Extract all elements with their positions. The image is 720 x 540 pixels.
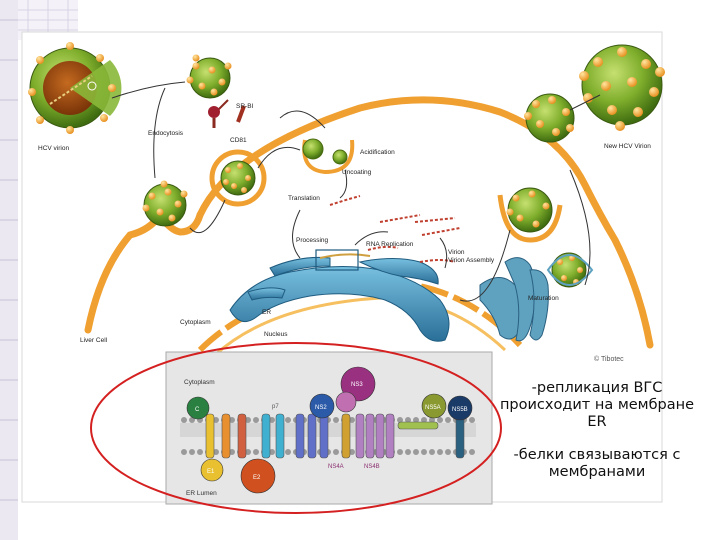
note-membranes-line-1: -белки связываются с: [513, 447, 681, 463]
protein-domains: [186, 366, 473, 494]
label-translation: Translation: [288, 195, 320, 202]
note-membranes-line-2: мембранами: [548, 464, 646, 480]
inset-label-e1: E1: [207, 469, 215, 475]
hcv-virion-cutaway: [29, 47, 122, 129]
inset-label-cytoplasm: Cytoplasm: [184, 379, 215, 386]
virion-endosome: [220, 160, 256, 196]
virion-maturation: [546, 252, 594, 288]
inset-label-er-lumen: ER Lumen: [186, 490, 217, 497]
note-replication-line-2: происходит на мембране: [499, 397, 695, 413]
protein-c: [186, 396, 210, 420]
virion-endocytosis: [142, 180, 188, 227]
label-virion-assembly-1: Virion: [448, 249, 465, 256]
endoplasmic-reticulum: [229, 257, 450, 342]
protein-e1: [200, 458, 224, 482]
inset-label-p7: p7: [272, 404, 279, 410]
cd81-receptor: [236, 105, 246, 123]
inset-label-ns5b: NS5B: [452, 407, 468, 413]
label-endocytosis: Endocytosis: [148, 130, 184, 137]
label-processing: Processing: [296, 237, 329, 244]
rna-strands: [319, 195, 461, 263]
label-rna-replication: RNA Replication: [366, 241, 414, 248]
label-new-hcv-virion: New HCV Virion: [604, 143, 651, 150]
entry-receptors: [208, 99, 246, 128]
membrane-topology-inset: Cytoplasm ER Lumen: [165, 351, 493, 505]
golgi-apparatus: [479, 257, 549, 342]
inset-label-c: C: [195, 407, 200, 413]
label-er: ER: [262, 309, 271, 316]
label-sr-bi: SR-BI: [236, 103, 254, 110]
label-maturation: Maturation: [528, 295, 559, 302]
virions: [28, 42, 665, 288]
processing-highlight-box: [315, 249, 359, 271]
annotation-oval: [90, 342, 502, 514]
label-hcv-virion: HCV virion: [38, 145, 69, 152]
inset-label-ns4b: NS4B: [364, 464, 380, 470]
protein-e2: [240, 458, 276, 494]
inset-label-ns4a: NS4A: [328, 464, 344, 470]
label-cytoplasm: Cytoplasm: [180, 319, 211, 326]
note-replication: -репликация ВГС происходит на мембране E…: [478, 380, 716, 431]
transmembrane-helices: [205, 413, 465, 459]
sr-bi-receptor: [208, 106, 220, 118]
protein-ns5a-top: [421, 393, 447, 419]
virion-released: [524, 93, 575, 143]
label-acidification: Acidification: [360, 149, 395, 156]
label-virion-assembly: Virion Assembly: [448, 257, 495, 264]
virion-budding: [506, 187, 553, 233]
label-liver-cell: Liver Cell: [80, 337, 108, 344]
virion-surface: [186, 54, 232, 99]
endosome-vesicle: [209, 149, 267, 207]
label-nucleus: Nucleus: [264, 331, 288, 338]
inset-label-ns3: NS3: [351, 382, 363, 388]
note-replication-line-1: -репликация ВГС: [531, 380, 663, 396]
budding-membrane: [497, 194, 563, 243]
new-hcv-virion-large: [579, 44, 665, 131]
note-membranes: -белки связываются с мембранами: [478, 447, 716, 481]
protein-ns5b: [447, 395, 473, 421]
uncoating-capsid-small: [332, 149, 348, 165]
label-uncoating: Uncoating: [342, 169, 372, 176]
label-cd81: CD81: [230, 137, 247, 144]
label-copyright: © Tibotec: [594, 355, 624, 363]
note-replication-line-3: ER: [587, 414, 607, 430]
inset-label-ns2: NS2: [315, 405, 327, 411]
inset-label-e2: E2: [253, 475, 261, 481]
lifecycle-arrows: [111, 81, 601, 373]
uncoating-capsid: [302, 138, 324, 160]
protein-ns2: [309, 393, 335, 419]
inset-label-ns5a-top: NS5A: [425, 405, 441, 411]
